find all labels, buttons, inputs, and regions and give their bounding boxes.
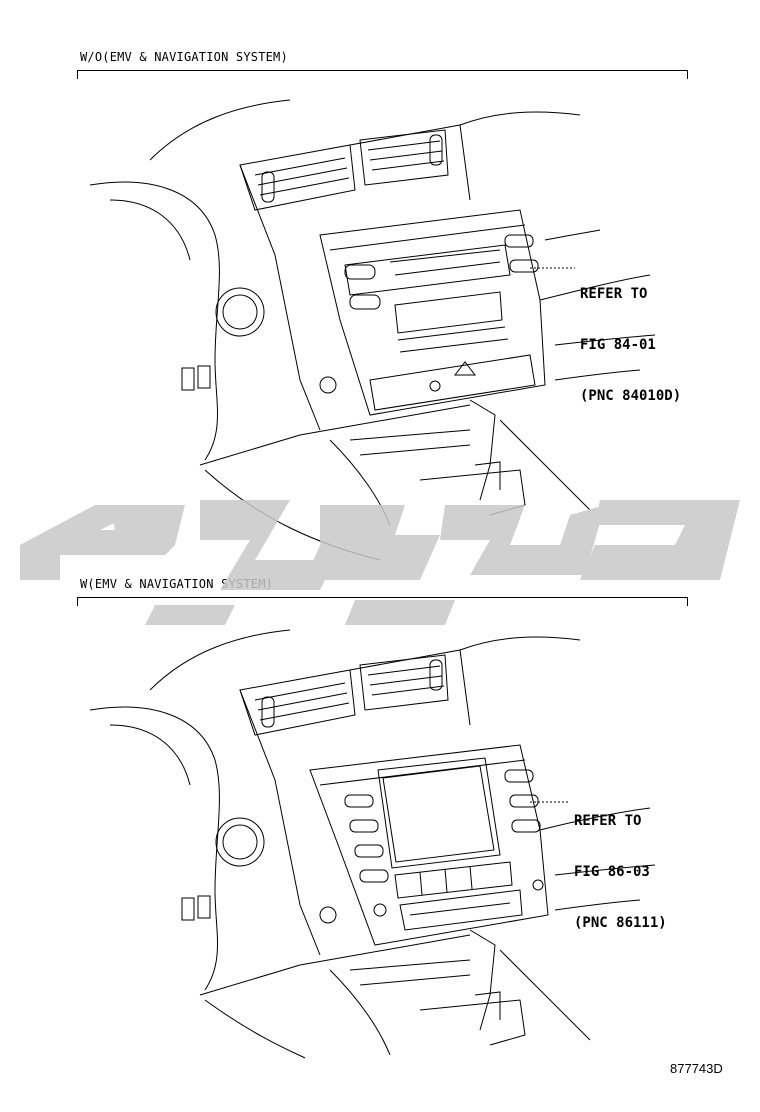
figure-code: 877743D	[670, 1061, 723, 1076]
top-callout: REFER TO FIG 84-01 (PNC 84010D)	[580, 252, 681, 422]
top-section-title: W/O(EMV & NAVIGATION SYSTEM)	[80, 50, 288, 64]
bottom-callout-line2: FIG 86-03	[574, 864, 650, 880]
top-callout-line2: FIG 84-01	[580, 337, 656, 353]
bottom-callout-line1: REFER TO	[574, 813, 642, 829]
top-dashboard-illustration	[0, 0, 760, 560]
bottom-callout: REFER TO FIG 86-03 (PNC 86111)	[574, 779, 667, 949]
top-callout-line3: (PNC 84010D)	[580, 388, 682, 404]
bottom-section-bracket	[77, 597, 688, 606]
top-callout-line1: REFER TO	[580, 286, 648, 302]
bottom-callout-line3: (PNC 86111)	[574, 915, 667, 931]
top-section-bracket	[77, 70, 688, 79]
